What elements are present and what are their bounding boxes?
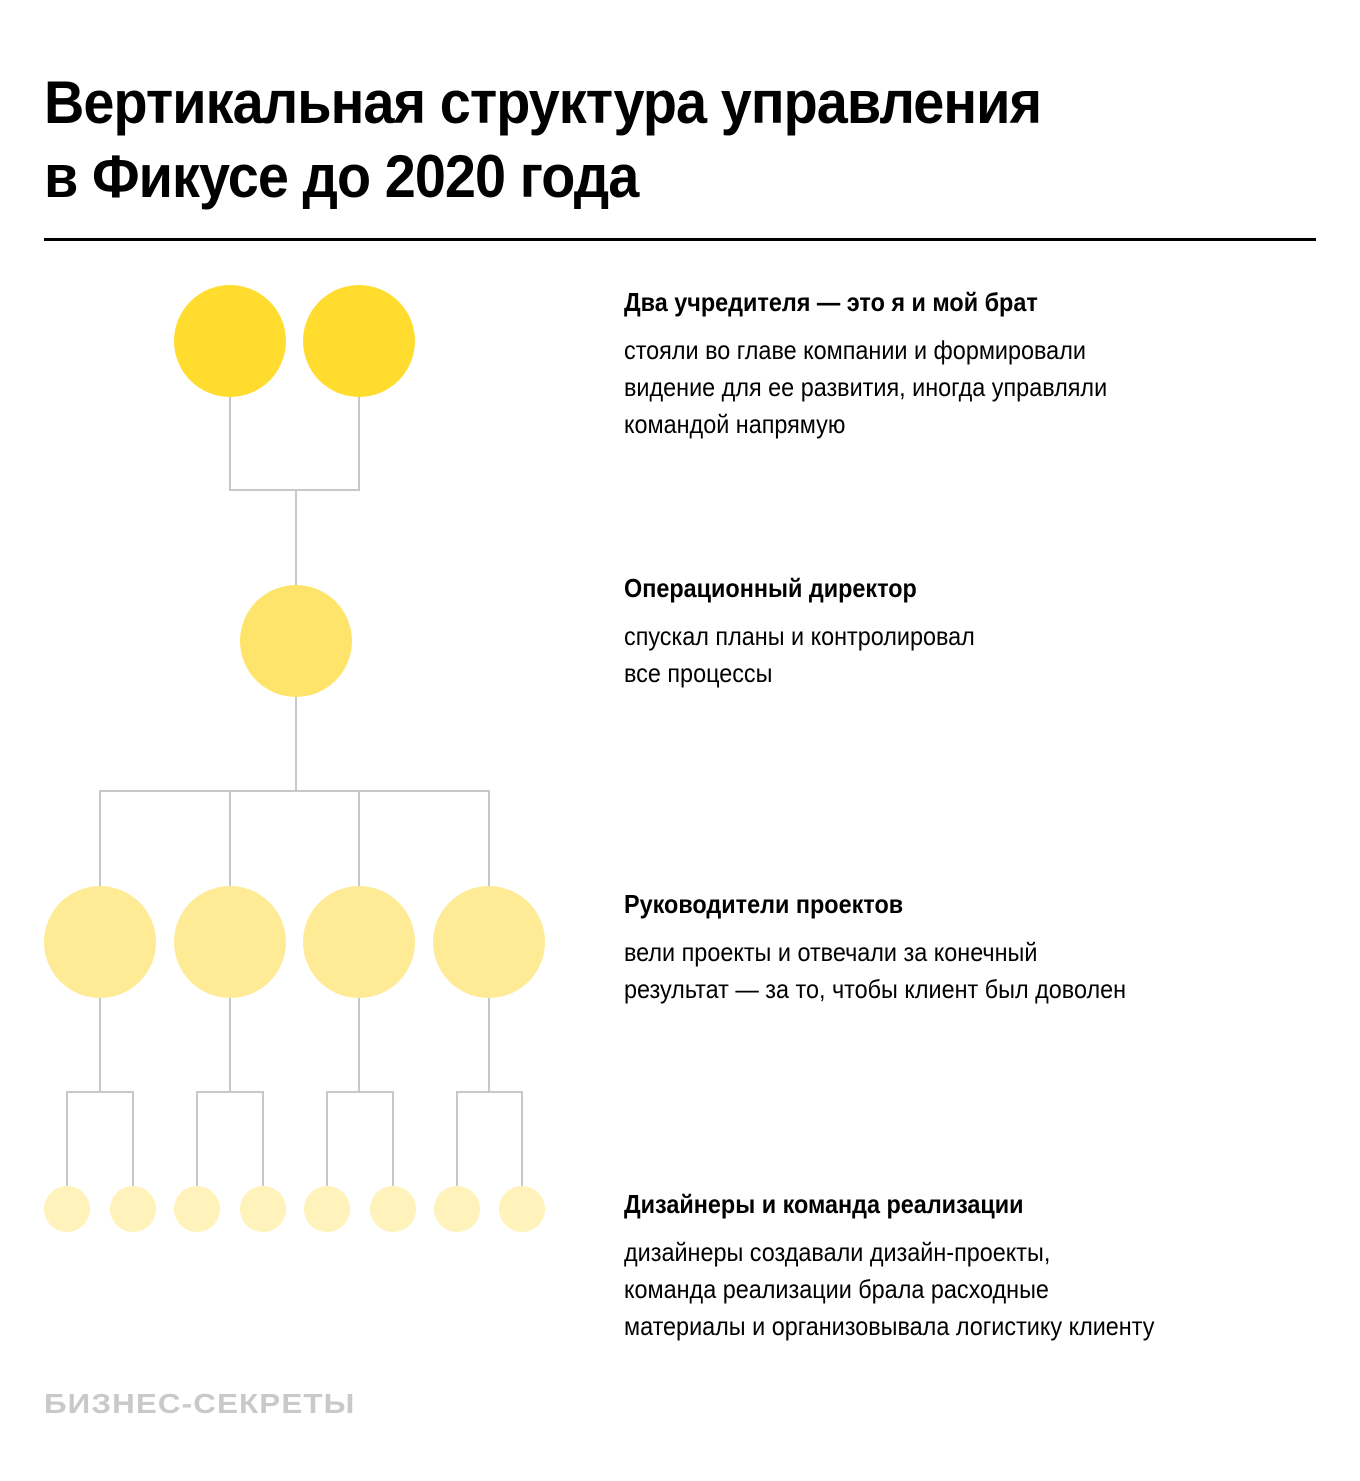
manager-node bbox=[433, 886, 545, 998]
level-founders: Два учредителя — это я и мой брат стояли… bbox=[624, 286, 1324, 443]
page-title: Вертикальная структура управления в Фику… bbox=[44, 66, 1042, 214]
team-node bbox=[240, 1186, 286, 1232]
team-node bbox=[44, 1186, 90, 1232]
level-description: спускал планы и контролировал все процес… bbox=[624, 621, 975, 688]
level-heading: Два учредителя — это я и мой брат bbox=[624, 287, 1038, 317]
team-node bbox=[110, 1186, 156, 1232]
manager-nodes bbox=[44, 886, 545, 998]
level-director: Операционный директор спускал планы и ко… bbox=[624, 572, 1324, 692]
founder-node bbox=[303, 285, 415, 397]
manager-node bbox=[174, 886, 286, 998]
level-heading: Руководители проектов bbox=[624, 889, 904, 919]
level-description: вели проекты и отвечали за конечный резу… bbox=[624, 937, 1127, 1004]
brand-logo: БИЗНЕС-СЕКРЕТЫ bbox=[44, 1388, 356, 1419]
title-line-1: Вертикальная структура управления bbox=[44, 69, 1042, 136]
level-description: стояли во главе компании и формировали в… bbox=[624, 335, 1108, 439]
connectors bbox=[66, 341, 523, 1209]
level-managers: Руководители проектов вели проекты и отв… bbox=[624, 888, 1324, 1008]
manager-node bbox=[44, 886, 156, 998]
team-node bbox=[304, 1186, 350, 1232]
level-heading: Операционный директор bbox=[624, 573, 917, 603]
team-node bbox=[499, 1186, 545, 1232]
manager-node bbox=[303, 886, 415, 998]
team-node bbox=[174, 1186, 220, 1232]
org-chart-tree bbox=[44, 285, 545, 1232]
title-divider bbox=[44, 238, 1316, 241]
level-heading: Дизайнеры и команда реализации bbox=[624, 1189, 1024, 1219]
founder-nodes bbox=[174, 285, 415, 397]
team-node bbox=[434, 1186, 480, 1232]
team-node bbox=[370, 1186, 416, 1232]
title-line-2: в Фикусе до 2020 года bbox=[44, 143, 639, 210]
director-node bbox=[240, 585, 352, 697]
founder-node bbox=[174, 285, 286, 397]
level-description: дизайнеры создавали дизайн-проекты, кома… bbox=[624, 1237, 1155, 1341]
level-team: Дизайнеры и команда реализации дизайнеры… bbox=[624, 1188, 1324, 1345]
team-nodes bbox=[44, 1186, 545, 1232]
